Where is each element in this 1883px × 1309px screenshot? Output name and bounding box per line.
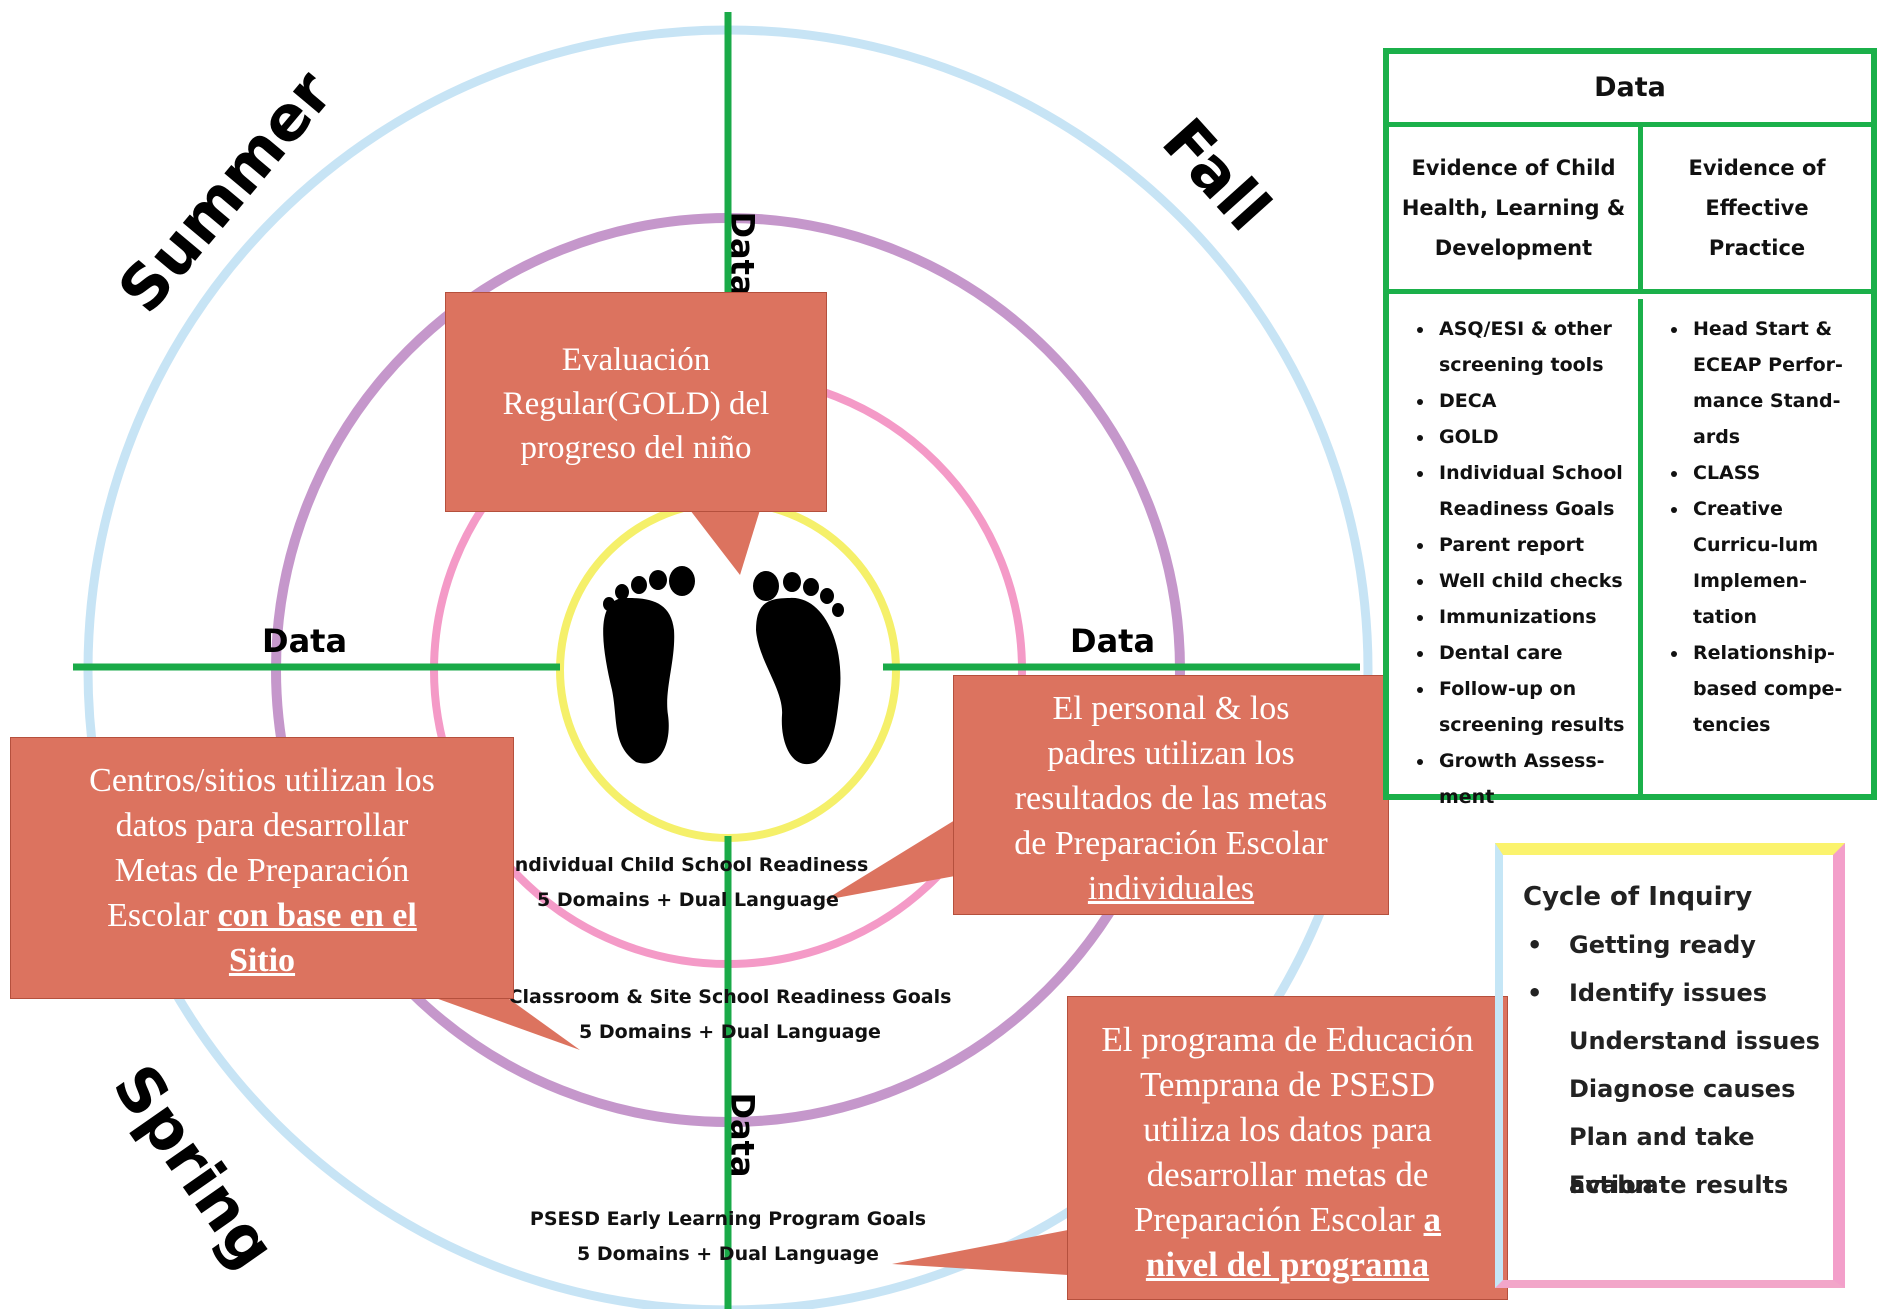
callout-right: El personal & los padres utilizan los re… [953,675,1389,915]
ring-label-classroom: Classroom & Site School Readiness Goals … [470,980,990,1050]
ring-label-individual-line1: Individual Child School Readiness [507,854,869,876]
cycle-step: Plan and take action [1569,1123,1755,1199]
callout-right-emphasis: individuales [1087,870,1255,907]
child-evidence-item: DECA [1435,383,1634,419]
axis-label-bottom: Data [723,1092,762,1178]
ring-label-individual-line2: 5 Domains + Dual Language [537,889,839,911]
callout-top-line1: Evaluación [561,342,711,378]
ring-label-program: PSESD Early Learning Program Goals 5 Dom… [468,1202,988,1272]
ring-label-individual: Individual Child School Readiness 5 Doma… [428,848,948,918]
left-footprint-icon [603,566,695,764]
axis-label-top: Data [723,211,762,297]
child-evidence-item: Growth Assess-ment [1435,743,1634,815]
child-evidence-item: Well child checks [1435,563,1634,599]
callout-bottom-line3: utiliza los datos para [1143,1110,1432,1149]
cycle-of-inquiry-box: Cycle of Inquiry Getting ready Identify … [1495,843,1845,1288]
callout-bottom-line4: desarrollar metas de [1146,1155,1429,1194]
cycle-step: Understand issues [1569,1027,1820,1055]
callout-bottom-line2: Temprana de PSESD [1139,1065,1435,1104]
child-evidence-item: Dental care [1435,635,1634,671]
callout-left-line1: Centros/sitios utilizan los [89,762,435,799]
cycle-of-inquiry-title: Cycle of Inquiry [1523,882,1753,912]
callout-right-line4: de Preparación Escolar [1014,825,1328,862]
data-table: Data Evidence of Child Health, Learning … [1383,48,1877,808]
callout-left-pointer [430,996,580,1050]
child-evidence-item: Parent report [1435,527,1634,563]
practice-evidence-item: Relationship-based compe-tencies [1689,635,1867,743]
axis-label-left: Data [262,622,348,660]
callout-right-line3: resultados de las metas [1014,780,1328,817]
callout-left-line4-prefix: Escolar [107,897,210,934]
child-evidence-item: Immunizations [1435,599,1634,635]
data-table-header-practice-evidence: Evidence of Effective Practice [1643,127,1871,294]
data-table-column-child-evidence: ASQ/ESI & other screening tools DECA GOL… [1389,299,1643,808]
callout-right-pointer [825,820,955,900]
child-evidence-item: Follow-up on screening results [1435,671,1634,743]
data-table-header-child-evidence: Evidence of Child Health, Learning & Dev… [1389,127,1643,294]
callout-bottom-line5-prefix: Preparación Escolar [1133,1200,1415,1239]
right-footprint-icon [753,571,844,765]
cycle-step: Identify issues [1523,969,1833,1017]
ring-label-program-line1: PSESD Early Learning Program Goals [529,1208,927,1230]
cycle-step: Diagnose causes [1569,1075,1796,1103]
practice-evidence-item: Creative Curricu-lum Implemen-tation [1689,491,1867,635]
footprints-icon [603,566,844,765]
callout-right-line5: individuales [954,866,1388,911]
callout-bottom-line6: nivel del programa [1068,1242,1507,1287]
practice-evidence-item: Head Start & ECEAP Perfor-mance Stand-ar… [1689,311,1867,455]
callout-bottom-line5: Preparación Escolar a [1068,1197,1507,1242]
callout-right-line2: padres utilizan los [1047,735,1295,772]
callout-bottom-pointer [892,1230,1068,1275]
ring-label-classroom-line2: 5 Domains + Dual Language [579,1021,881,1043]
cycle-step: Evaluate results [1569,1171,1789,1199]
callout-left-line4: Escolar con base en el [11,893,513,938]
ring-label-program-line2: 5 Domains + Dual Language [577,1243,879,1265]
callout-top-pointer [690,510,760,575]
callout-left: Centros/sitios utilizan los datos para d… [10,737,514,999]
data-table-column-practice-evidence: Head Start & ECEAP Perfor-mance Stand-ar… [1643,299,1871,794]
callout-bottom: El programa de Educación Temprana de PSE… [1067,996,1508,1300]
axis-label-right: Data [1070,622,1156,660]
callout-bottom-line1: El programa de Educación [1101,1020,1474,1059]
cycle-step: Getting ready [1523,921,1833,969]
callout-right-line1: El personal & los [1052,690,1290,727]
callout-left-line5: Sitio [11,938,513,983]
child-evidence-item: ASQ/ESI & other screening tools [1435,311,1634,383]
data-table-title: Data [1389,54,1871,127]
callout-left-emphasis-1: con base en el [217,897,417,934]
callout-left-emphasis-2: Sitio [228,942,296,979]
callout-top: Evaluación Regular(GOLD) del progreso de… [445,292,827,512]
child-evidence-list: ASQ/ESI & other screening tools DECA GOL… [1389,311,1638,815]
callout-top-line3: progreso del niño [520,430,752,466]
ring-label-classroom-line1: Classroom & Site School Readiness Goals [508,986,952,1008]
callout-bottom-emphasis-2: nivel del programa [1145,1245,1430,1284]
practice-evidence-item: CLASS [1689,455,1867,491]
cycle-of-inquiry-list: Getting ready Identify issues Understand… [1523,921,1833,1209]
callout-left-line2: datos para desarrollar [115,807,409,844]
child-evidence-item: GOLD [1435,419,1634,455]
callout-left-line3: Metas de Preparación [114,852,410,889]
child-evidence-item: Individual School Readiness Goals [1435,455,1634,527]
practice-evidence-list: Head Start & ECEAP Perfor-mance Stand-ar… [1643,311,1871,743]
callout-bottom-emphasis-1: a [1423,1200,1442,1239]
callout-top-line2: Regular(GOLD) del [502,386,770,422]
